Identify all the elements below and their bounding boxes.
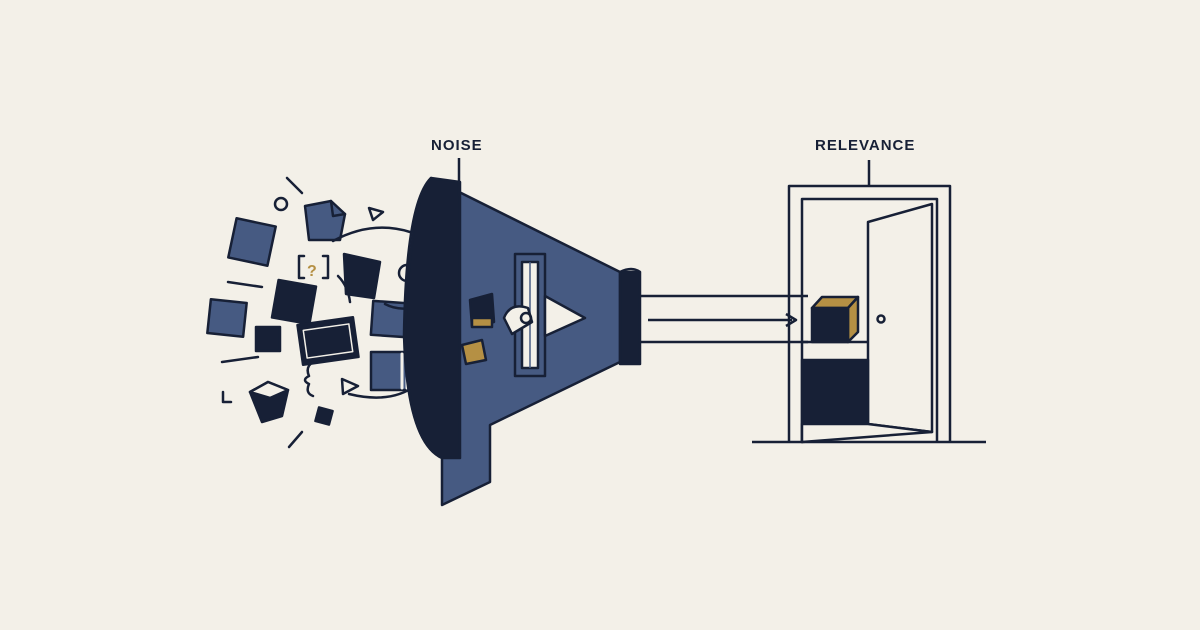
noise-block [254,325,282,353]
corner-mark [221,390,233,404]
funnel-inner-gold [470,316,494,329]
noise-block [342,252,382,300]
noise-block [206,297,248,339]
box-icon [810,295,860,344]
door-frame-inner [800,197,939,442]
filter-pointer [543,294,587,338]
stream-line [331,226,412,243]
noise-fragments [206,176,420,449]
noise-block [314,406,334,426]
filter-funnel [402,176,642,507]
noise-circle [273,196,289,212]
document-fold [329,199,347,218]
noise-dash [285,176,304,195]
noise-cube-top [248,380,290,400]
noise-block-inner [302,323,354,359]
door-knob [876,314,886,324]
question-mark-icon: ? [307,263,317,280]
noise-dash [220,355,260,364]
noise-dash [226,280,264,289]
relevance-label: RELEVANCE [815,137,916,154]
noise-block [270,278,318,326]
funnel-front-panel [403,176,462,460]
door-threshold [800,422,934,444]
noise-triangle [340,377,360,396]
document-icon [303,199,347,242]
noise-dash [287,430,304,449]
output-pipe [640,294,808,344]
funnel-nozzle [618,270,642,366]
funnel-nozzle-rim [619,267,641,274]
door-icon [752,184,986,444]
box-front [810,306,850,344]
noise-block [227,217,277,267]
funnel-inner-gold-block [460,338,488,366]
stream-line [336,274,352,304]
noise-label: NOISE [431,137,483,154]
bracket-right [321,254,330,280]
filter-lever-pin [519,311,533,325]
noise-triangle [367,206,385,222]
curly-brace-icon [303,360,315,398]
bracket-left [297,254,306,280]
